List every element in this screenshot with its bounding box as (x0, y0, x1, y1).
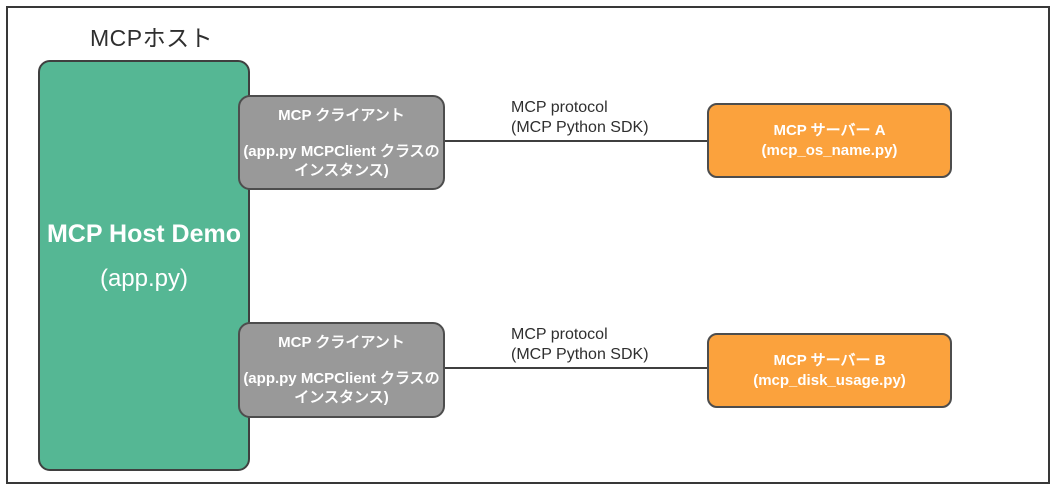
server-node-a-subtitle: (mcp_os_name.py) (761, 141, 898, 159)
connection-label-1: MCP protocol (MCP Python SDK) (511, 98, 649, 138)
client-node-2-detail-line1: (app.py MCPClient クラスの (243, 370, 440, 387)
client-node-1-detail-line1: (app.py MCPClient クラスの (243, 142, 440, 160)
connection-label-2-line2: (MCP Python SDK) (511, 346, 649, 363)
connection-label-2: MCP protocol (MCP Python SDK) (511, 325, 649, 365)
connection-label-1-line1: MCP protocol (511, 99, 608, 116)
connector-client1-serverA (445, 140, 707, 142)
client-node-1: MCP クライアント (app.py MCPClient クラスの インスタンス… (238, 95, 445, 190)
client-node-1-detail-line2: インスタンス) (294, 161, 389, 179)
client-node-2-detail-line2: インスタンス) (294, 389, 389, 406)
connector-client2-serverB (445, 367, 707, 369)
server-node-b: MCP サーバー B (mcp_disk_usage.py) (707, 333, 952, 408)
host-group-label: MCPホスト (90, 25, 214, 51)
client-node-2-title: MCP クライアント (278, 334, 405, 351)
connection-label-1-line2: (MCP Python SDK) (511, 119, 649, 136)
server-node-b-title: MCP サーバー B (773, 351, 886, 369)
host-node: MCP Host Demo (app.py) (38, 60, 250, 471)
host-node-title: MCP Host Demo (46, 220, 241, 248)
client-node-1-title: MCP クライアント (278, 106, 405, 124)
server-node-a-title: MCP サーバー A (773, 121, 886, 139)
connection-label-2-line1: MCP protocol (511, 326, 608, 343)
host-node-subtitle: (app.py) (99, 265, 189, 292)
client-node-2: MCP クライアント (app.py MCPClient クラスの インスタンス… (238, 322, 445, 418)
server-node-b-subtitle: (mcp_disk_usage.py) (753, 371, 906, 389)
server-node-a: MCP サーバー A (mcp_os_name.py) (707, 103, 952, 178)
